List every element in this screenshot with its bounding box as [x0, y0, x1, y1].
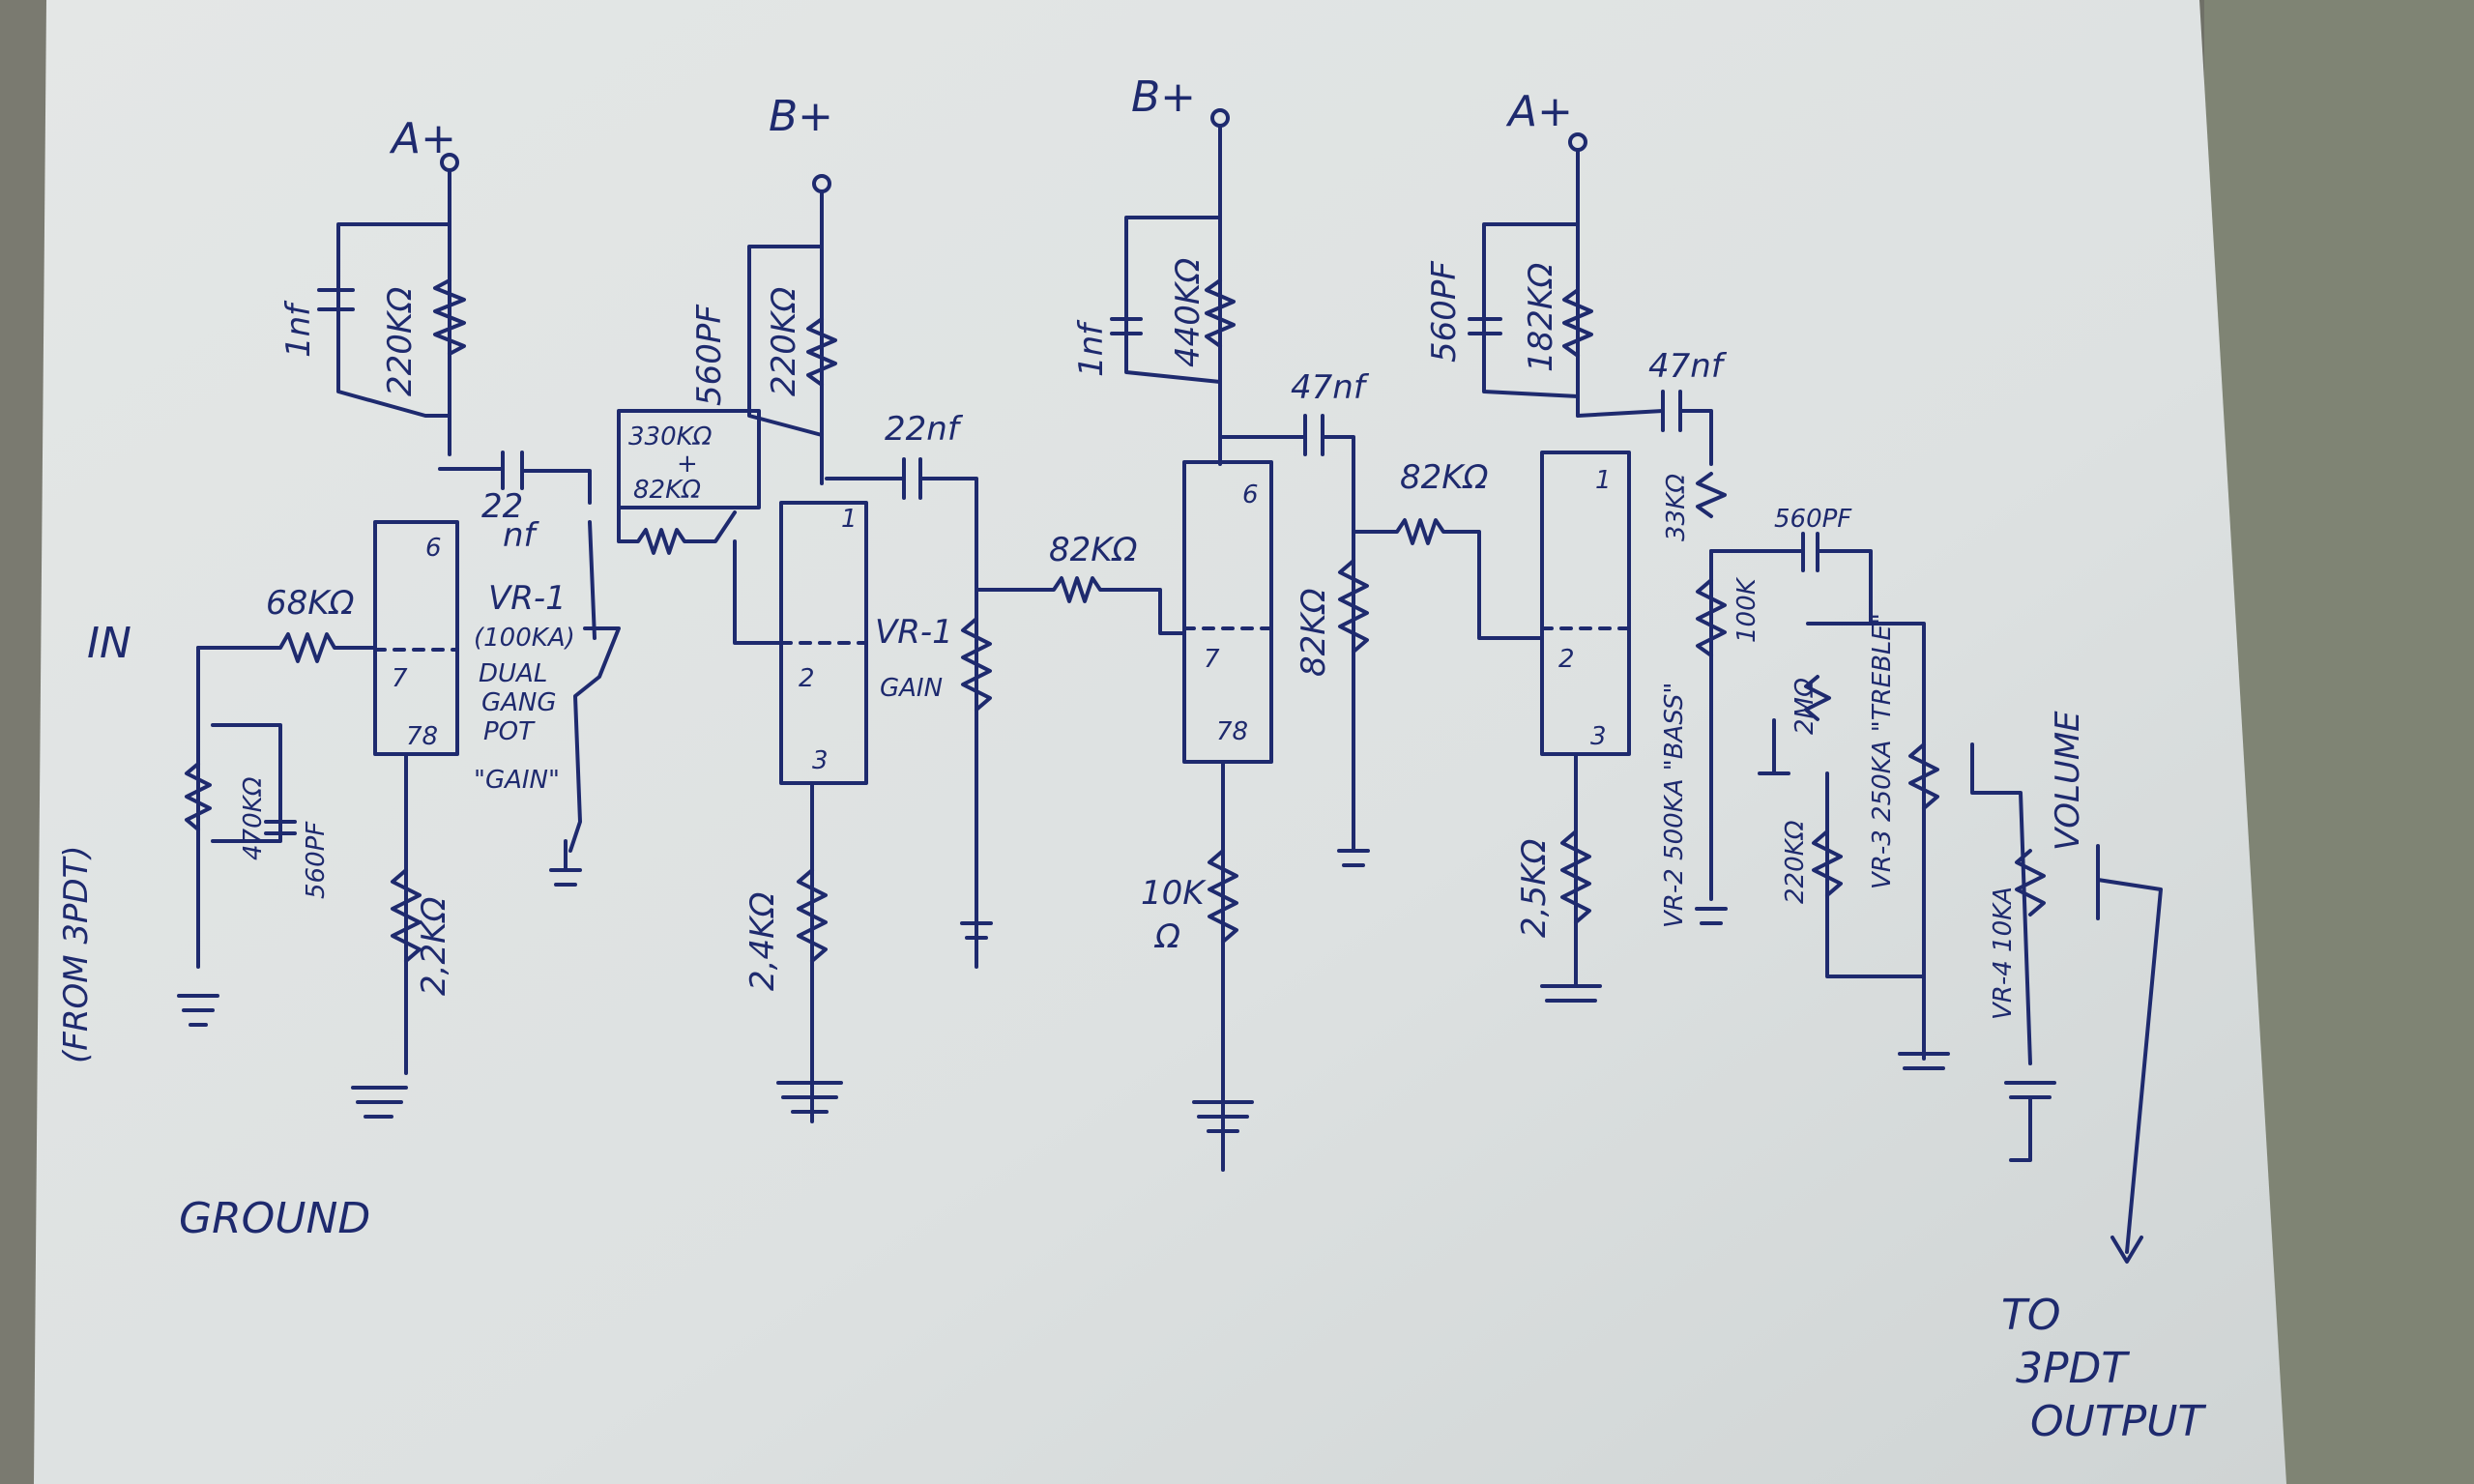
- resistor-220k-2: [806, 317, 837, 387]
- label-r-2k2: 2,2KΩ: [415, 897, 453, 996]
- label-vr1-gain-b: GAIN: [880, 674, 943, 703]
- label-vr1-c: DUAL: [479, 659, 547, 688]
- resistor-182k: [1562, 288, 1593, 358]
- resistor-82k-c: [1338, 559, 1369, 654]
- label-c-22nf-2: 22nf: [885, 410, 964, 449]
- paper-sheet: [34, 0, 2286, 1484]
- pin-u3-c: 78: [1216, 717, 1248, 746]
- labels: IN (FROM 3PDT) GROUND TO 3PDT OUTPUT A+ …: [57, 73, 2206, 1446]
- label-rail-b1: B+: [769, 92, 833, 141]
- pin-u4-c: 3: [1590, 722, 1607, 751]
- pin-u2-b: 2: [799, 664, 815, 693]
- label-input: IN: [87, 619, 131, 668]
- label-rail-b2: B+: [1131, 73, 1196, 122]
- resistor-100k: [1696, 578, 1727, 657]
- label-ground: GROUND: [179, 1194, 370, 1243]
- resistor-82k-d: [1352, 518, 1544, 640]
- label-r-220k-1: 220KΩ: [381, 287, 420, 396]
- pin-u1-b: 7: [392, 664, 408, 693]
- label-r-10k-a: 10K: [1141, 874, 1207, 913]
- stage-2: [617, 174, 993, 1123]
- pin-u1-c: 78: [406, 722, 438, 751]
- label-r-2m: 2MΩ: [1790, 678, 1819, 735]
- label-vr4: VR-4 10KA: [1989, 887, 2018, 1020]
- pin-u4-a: 1: [1595, 466, 1612, 495]
- pin-u2-c: 3: [812, 746, 829, 775]
- label-vr1-f: "GAIN": [474, 766, 560, 795]
- label-vr1-a: VR-1: [488, 579, 567, 618]
- label-output: OUTPUT: [2030, 1397, 2206, 1446]
- label-c-22nf-1a: 22: [481, 487, 523, 526]
- ic-u3: [1182, 460, 1273, 764]
- box-330k-82k: [617, 409, 761, 509]
- label-r-220k-2: 220KΩ: [765, 287, 803, 396]
- label-plus: +: [677, 450, 698, 479]
- label-c-560pf-4: 560PF: [1774, 505, 1852, 534]
- label-r-33k: 33KΩ: [1662, 474, 1691, 541]
- vr4-volume-pot: [2015, 849, 2046, 917]
- label-r-182k: 182KΩ: [1522, 263, 1560, 372]
- label-c-560pf-3: 560PF: [1425, 261, 1464, 363]
- resistor-220k-3: [1812, 829, 1843, 897]
- resistor-440k: [1205, 278, 1236, 348]
- label-r-220k-3: 220KΩ: [1781, 820, 1810, 904]
- resistor-220k-1: [433, 278, 466, 356]
- label-c-1nf-1: 1nf: [279, 300, 318, 358]
- label-out-3pdt: 3PDT: [2016, 1344, 2130, 1393]
- label-r-10k-b: Ω: [1153, 917, 1180, 956]
- resistor-2k2: [391, 868, 422, 963]
- resistor-470k: [185, 762, 212, 831]
- label-r-330k: 330KΩ: [628, 422, 713, 451]
- vr3-treble-pot: [1908, 742, 1939, 810]
- pin-u4-b: 2: [1558, 645, 1575, 674]
- label-from-3pdt: (FROM 3PDT): [57, 845, 96, 1063]
- label-c-1nf-2: 1nf: [1072, 319, 1111, 377]
- label-r-82k-b: 82KΩ: [1049, 531, 1138, 569]
- resistor-2m: [1804, 675, 1831, 721]
- label-r-470k: 470KΩ: [239, 776, 268, 860]
- label-r-100k: 100K: [1732, 576, 1761, 643]
- resistor-2k4: [797, 868, 828, 963]
- label-vr3: VR-3 250KA "TREBLE": [1868, 613, 1897, 889]
- ic-u4: [1540, 451, 1631, 756]
- label-r-82k-a: 82KΩ: [633, 476, 701, 505]
- label-vr1-e: POT: [483, 717, 536, 746]
- resistor-10k: [1208, 849, 1238, 944]
- label-to: TO: [2001, 1291, 2061, 1340]
- stage-3: [975, 108, 1370, 1172]
- label-rail-a2: A+: [1505, 87, 1573, 136]
- stage-1: [177, 153, 621, 1119]
- resistor-2k5: [1560, 829, 1591, 924]
- label-c-560pf-in: 560PF: [302, 821, 331, 899]
- pin-u1-a: 6: [425, 534, 442, 563]
- ic-u1: [373, 520, 459, 756]
- label-vr1-d: GANG: [481, 688, 557, 717]
- label-vr2: VR-2 500KA "BASS": [1660, 683, 1689, 928]
- pin-u3-b: 7: [1204, 645, 1220, 674]
- pin-u2-a: 1: [841, 505, 858, 534]
- label-r-440k: 440KΩ: [1169, 258, 1208, 367]
- label-r-2k4: 2,4KΩ: [743, 892, 782, 991]
- label-r-82k-d: 82KΩ: [1400, 458, 1489, 497]
- label-r-82k-c: 82KΩ: [1295, 588, 1333, 677]
- label-r-68k: 68KΩ: [266, 584, 355, 623]
- label-volume: VOLUME: [2049, 711, 2087, 851]
- label-c-47nf-1: 47nf: [1291, 368, 1370, 407]
- label-vr1-gain-a: VR-1: [875, 613, 953, 652]
- stage-4: [1352, 132, 2163, 1264]
- label-vr1-b: (100KA): [474, 624, 575, 653]
- resistor-82k-b: [975, 576, 1186, 635]
- label-c-560pf-2: 560PF: [690, 305, 729, 406]
- label-rail-a1: A+: [389, 114, 456, 163]
- label-r-2k5: 2,5KΩ: [1515, 839, 1554, 938]
- label-c-47nf-2: 47nf: [1648, 347, 1728, 386]
- label-c-22nf-1b: nf: [503, 516, 540, 555]
- pin-u3-a: 6: [1242, 480, 1259, 509]
- vr1-gain-pot: [961, 617, 992, 712]
- resistor-68k: [196, 632, 377, 663]
